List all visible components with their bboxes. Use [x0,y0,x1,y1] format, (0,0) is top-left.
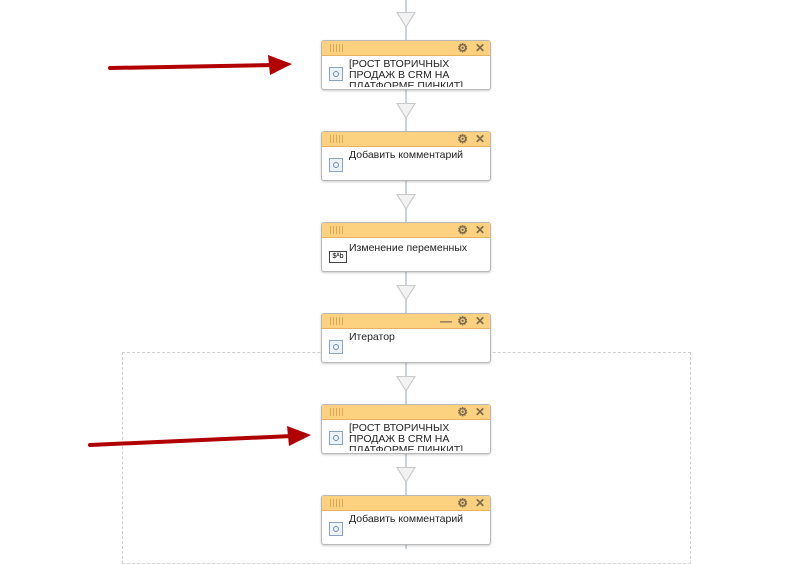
drag-handle[interactable] [330,408,344,416]
activity-icon [329,340,343,354]
drag-handle[interactable] [330,226,344,234]
activity-icon [329,158,343,172]
flow-arrow [396,376,416,392]
gear-icon[interactable]: ⚙ [457,405,468,419]
activity-icon [329,522,343,536]
flow-arrow [396,285,416,301]
flow-arrow [396,194,416,210]
block-title: Добавить комментарий [349,150,464,161]
activity-icon [329,67,343,81]
close-icon[interactable]: ✕ [474,314,485,328]
activity-block[interactable]: ⚙ ✕ Добавить комментарий [321,131,491,181]
block-title: Итератор [349,332,395,343]
variables-icon: $ᴬb [329,251,347,263]
drag-handle[interactable] [330,317,344,325]
flow-arrow [396,103,416,119]
close-icon[interactable]: ✕ [474,132,485,146]
flow-arrow [396,467,416,483]
close-icon[interactable]: ✕ [474,496,485,510]
block-title: [РОСТ ВТОРИЧНЫХ ПРОДАЖ В CRM НА ПЛАТФОРМ… [349,59,464,87]
block-title: Изменение переменных [349,243,468,254]
close-icon[interactable]: ✕ [474,405,485,419]
activity-icon [329,431,343,445]
gear-icon[interactable]: ⚙ [457,314,468,328]
activity-block[interactable]: ⚙ ✕ [РОСТ ВТОРИЧНЫХ ПРОДАЖ В CRM НА ПЛАТФ… [321,404,491,454]
iterator-block[interactable]: — ⚙ ✕ Итератор [321,313,491,363]
drag-handle[interactable] [330,44,344,52]
gear-icon[interactable]: ⚙ [457,496,468,510]
close-icon[interactable]: ✕ [474,223,485,237]
block-title: [РОСТ ВТОРИЧНЫХ ПРОДАЖ В CRM НА ПЛАТФОРМ… [349,423,464,451]
minimize-icon[interactable]: — [440,314,452,328]
close-icon[interactable]: ✕ [474,41,485,55]
activity-block[interactable]: ⚙ ✕ Добавить комментарий [321,495,491,545]
flow-arrow [396,12,416,28]
gear-icon[interactable]: ⚙ [457,41,468,55]
gear-icon[interactable]: ⚙ [457,223,468,237]
activity-block[interactable]: ⚙ ✕ $ᴬb Изменение переменных [321,222,491,272]
block-title: Добавить комментарий [349,514,464,525]
activity-block[interactable]: ⚙ ✕ [РОСТ ВТОРИЧНЫХ ПРОДАЖ В CRM НА ПЛАТФ… [321,40,491,90]
gear-icon[interactable]: ⚙ [457,132,468,146]
drag-handle[interactable] [330,135,344,143]
red-annotation-arrow [108,55,292,75]
connector-line [405,0,407,549]
drag-handle[interactable] [330,499,344,507]
